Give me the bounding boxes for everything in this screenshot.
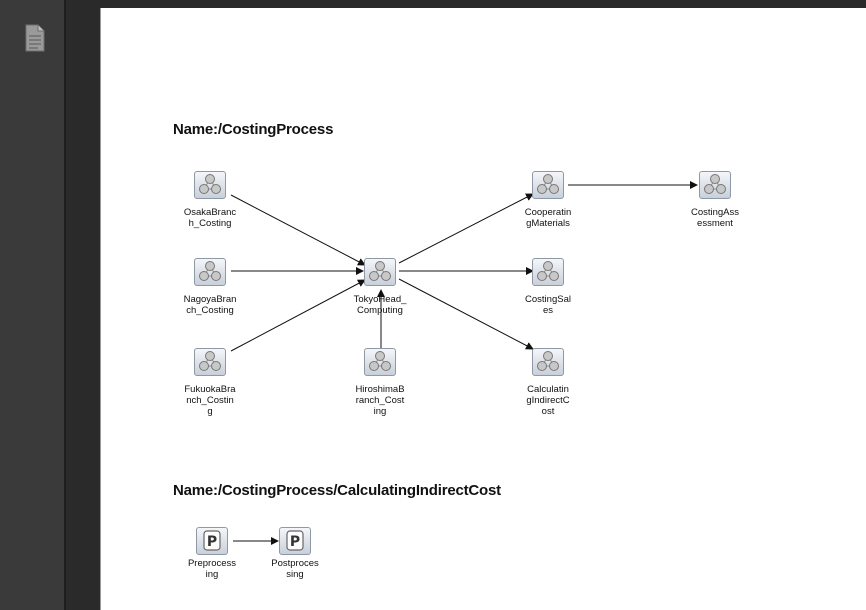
network-icon	[532, 258, 564, 286]
node-label: OsakaBranc h_Costing	[183, 207, 237, 229]
edges-layer	[230, 181, 698, 545]
node-label: Preprocess ing	[187, 558, 237, 580]
node-label: HiroshimaB ranch_Cost ing	[355, 384, 405, 417]
network-icon	[532, 171, 564, 199]
process-p-icon: P	[196, 527, 228, 555]
section-title-calculating-indirect-cost: Name:/CostingProcess/CalculatingIndirect…	[173, 482, 501, 499]
edge-fukuoka-tokyo	[230, 279, 366, 352]
network-icon	[532, 348, 564, 376]
edge-osaka-tokyo	[230, 194, 366, 266]
document-page: Name:/CostingProcess Name:/CostingProces…	[100, 8, 866, 610]
left-toolbar	[0, 0, 66, 610]
node-label: Cooperatin gMaterials	[524, 207, 572, 229]
node-label: NagoyaBran ch_Costing	[183, 294, 237, 316]
node-label: Postproces sing	[271, 558, 319, 580]
edge-tokyo-cooperating	[398, 193, 534, 264]
process-p-icon: P	[279, 527, 311, 555]
node-label: CostingSal es	[525, 294, 571, 316]
document-icon[interactable]	[24, 24, 46, 52]
network-icon	[194, 258, 226, 286]
node-label: Calculatin gIndirectC ost	[526, 384, 570, 417]
svg-text:P: P	[290, 534, 300, 550]
node-label: FukuokaBra nch_Costin g	[184, 384, 236, 417]
node-label: CostingAss essment	[690, 207, 740, 229]
top-bar	[100, 0, 866, 8]
network-icon	[364, 258, 396, 286]
network-icon	[194, 171, 226, 199]
network-icon	[194, 348, 226, 376]
network-icon	[364, 348, 396, 376]
node-label: TokyoHead_ Computing	[353, 294, 407, 316]
side-gutter	[66, 0, 100, 610]
network-icon	[699, 171, 731, 199]
section-title-costing-process: Name:/CostingProcess	[173, 121, 334, 138]
svg-text:P: P	[207, 534, 217, 550]
edge-tokyo-calculating	[398, 278, 534, 350]
